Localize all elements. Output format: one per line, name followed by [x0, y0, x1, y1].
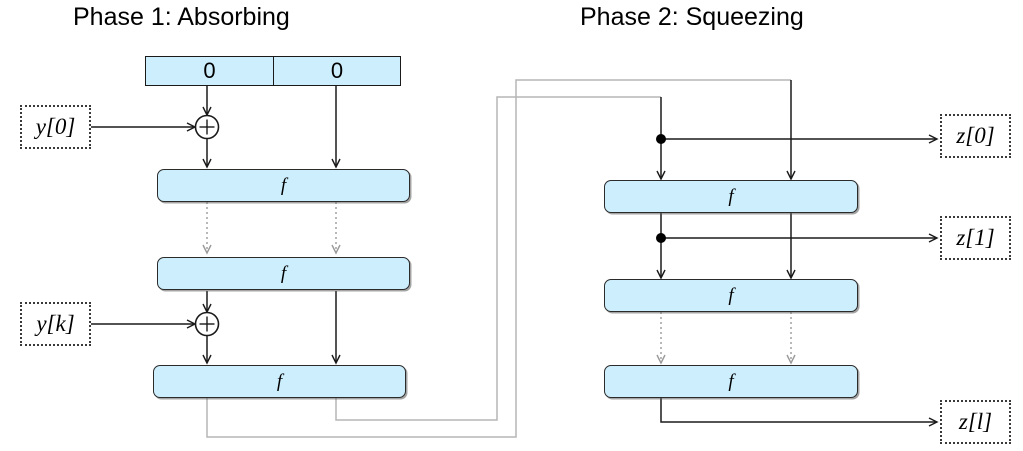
- feedback-path-inner: [335, 96, 661, 421]
- permutation-box-f3: f: [153, 365, 406, 398]
- permutation-box-f4: f: [604, 180, 858, 213]
- xor-gate-1: [194, 114, 220, 140]
- permutation-box-f2: f: [157, 257, 410, 290]
- phase1-register-to-f1-arrows: [202, 86, 341, 169]
- arrow-tap-to-zl: [660, 398, 939, 427]
- output-box-zl: z[l]: [940, 400, 1011, 444]
- state-register-cell-rate: 0: [145, 56, 274, 86]
- permutation-box-f1: f: [157, 169, 410, 202]
- permutation-box-f5: f: [604, 279, 858, 312]
- xor-gate-2: [194, 311, 220, 337]
- phase1-f2-to-f3-arrows: [202, 291, 341, 365]
- state-register-cell-capacity: 0: [273, 56, 401, 86]
- input-box-yk: y[k]: [20, 302, 91, 346]
- feedback-path-outer: [206, 79, 791, 438]
- phase2-stage2-arrows: [656, 213, 939, 280]
- permutation-box-f6: f: [604, 365, 858, 398]
- input-box-y0: y[0]: [20, 105, 91, 149]
- output-box-z1: z[1]: [940, 216, 1011, 260]
- output-box-z0: z[0]: [940, 114, 1011, 158]
- junction-dot-z0: [656, 134, 666, 144]
- phase2-stage1-arrows: [656, 80, 939, 181]
- phase2-f5-to-f6-dotted-arrows: [656, 312, 796, 365]
- phase1-title: Phase 1: Absorbing: [73, 3, 290, 31]
- phase1-f1-to-f2-dotted-arrows: [202, 202, 341, 255]
- phase2-title: Phase 2: Squeezing: [580, 3, 804, 31]
- junction-dot-z1: [656, 233, 666, 243]
